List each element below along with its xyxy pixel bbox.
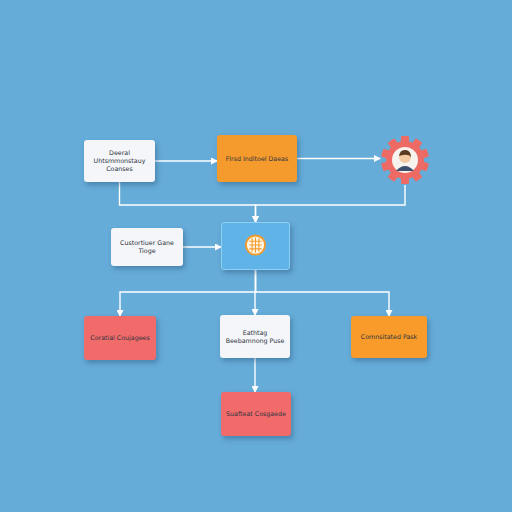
node-text: Custortiuer Gane Tioge: [116, 239, 178, 255]
hub-box: [221, 222, 290, 270]
flow-arrow: [297, 158, 380, 159]
node-text: Deeral Uhtsmmonstauy Coanses: [89, 149, 150, 173]
input-box: Custortiuer Gane Tioge: [111, 228, 183, 266]
node-text: Flrsd Inditoel Daeas: [226, 155, 289, 163]
flow-arrow: [256, 270, 390, 316]
flow-arrow: [120, 182, 256, 222]
output-box: Comnsitated Pask: [351, 316, 427, 358]
hub-icon: [222, 223, 289, 269]
node-text: Eathtag Beebamnong Puse: [225, 329, 285, 345]
process-box: Flrsd Inditoel Daeas: [217, 135, 297, 182]
node-text: Suafteat Cosgaede: [226, 410, 286, 418]
gear-icon: [380, 135, 430, 185]
flow-arrow: [183, 246, 221, 247]
output-box: Coratial Coujagees: [84, 316, 156, 360]
flow-arrow: [120, 270, 256, 316]
flow-arrow: [254, 358, 255, 392]
gear-shape: [380, 135, 430, 185]
process-box: Deeral Uhtsmmonstauy Coanses: [84, 140, 155, 182]
flow-arrow: [256, 185, 406, 222]
node-text: Comnsitated Pask: [361, 333, 417, 341]
result-box: Suafteat Cosgaede: [221, 392, 291, 436]
node-text: Coratial Coujagees: [90, 334, 149, 342]
output-box: Eathtag Beebamnong Puse: [220, 315, 290, 358]
flow-arrow: [155, 160, 217, 161]
